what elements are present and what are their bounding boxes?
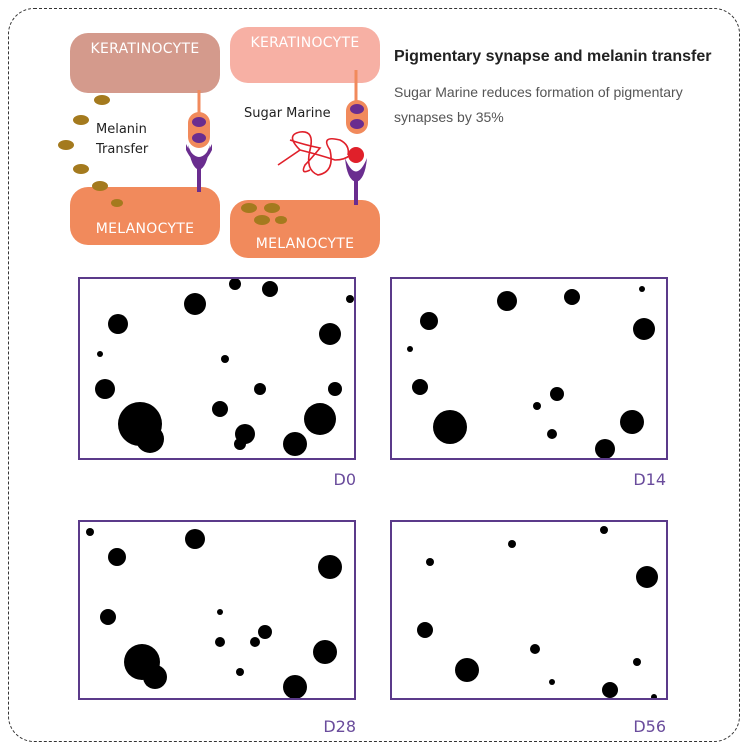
micrograph-d56 xyxy=(390,520,668,700)
diagram-graphics xyxy=(58,70,368,225)
panel-label-d14: D14 xyxy=(633,470,666,489)
melanin-blobs xyxy=(417,526,658,698)
heading-title: Pigmentary synapse and melanin transfer xyxy=(394,48,712,65)
melanocyte-left: MELANOCYTE xyxy=(70,187,220,245)
synapse-left xyxy=(186,90,212,192)
panel-label-d56: D56 xyxy=(633,717,666,736)
heading-subtitle: Sugar Marine reduces formation of pigmen… xyxy=(394,84,683,125)
micrograph-d28 xyxy=(78,520,356,700)
synapse-right xyxy=(277,70,368,205)
sugar-marine-label: Sugar Marine xyxy=(244,106,331,121)
melanin-blobs xyxy=(95,279,354,456)
melanin-granules xyxy=(58,95,287,225)
melanin-blobs xyxy=(407,286,655,458)
melanin-blobs xyxy=(86,528,342,698)
dashed-frame xyxy=(8,8,740,742)
keratinocyte-left: KERATINOCYTE xyxy=(70,33,220,93)
panel-label-d0: D0 xyxy=(333,470,357,489)
panel-label-d28: D28 xyxy=(323,717,356,736)
micrograph-d14 xyxy=(390,277,668,460)
melanin-transfer-label: Melanin Transfer xyxy=(96,122,149,157)
micrograph-d0 xyxy=(78,277,356,460)
